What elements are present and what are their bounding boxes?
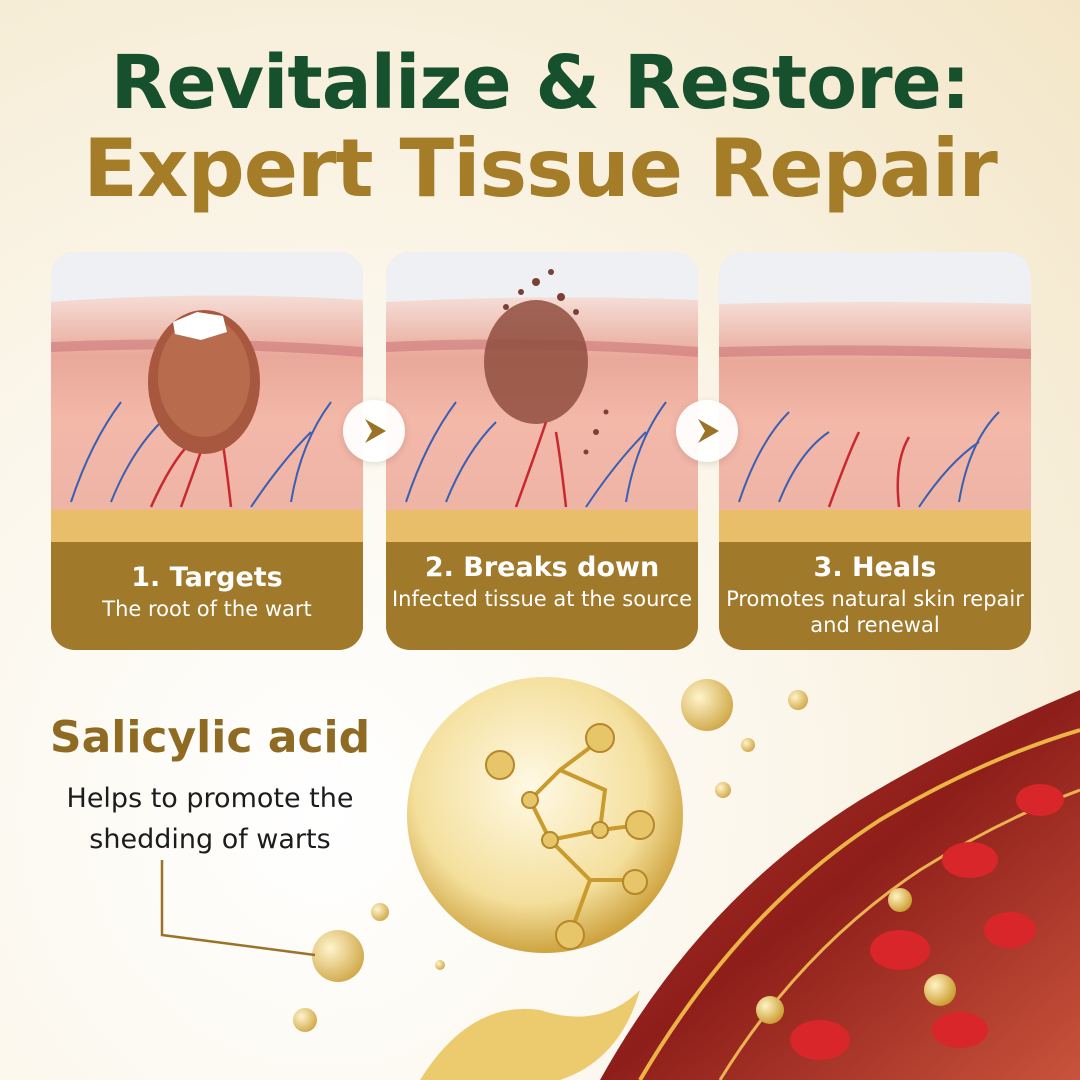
chevron-right-icon xyxy=(698,419,719,443)
chevron-right-icon xyxy=(365,419,386,443)
step-title: 2. Breaks down xyxy=(424,552,660,583)
step-title: 1. Targets xyxy=(131,562,283,593)
step-panel-targets: 1. Targets The root of the wart xyxy=(51,252,363,650)
ingredient-illustration xyxy=(160,677,1080,1080)
step-arrow xyxy=(676,400,738,462)
step-caption: 2. Breaks down Infected tissue at the so… xyxy=(386,542,698,650)
headline-line-2: Expert Tissue Repair xyxy=(83,122,998,215)
step-arrow xyxy=(343,400,405,462)
skin-illustration-healed xyxy=(719,252,1031,542)
skin-illustration-wart xyxy=(51,252,363,542)
molecule-icon xyxy=(407,677,683,953)
step-title: 3. Heals xyxy=(813,552,937,583)
skin-illustration-breaking xyxy=(386,252,698,542)
step-caption: 1. Targets The root of the wart xyxy=(51,542,363,650)
ingredient-description: Helps to promote the shedding of warts xyxy=(66,783,354,855)
step-panel-heals: 3. Heals Promotes natural skin repair an… xyxy=(719,252,1031,650)
step-panel-breaks-down: 2. Breaks down Infected tissue at the so… xyxy=(386,252,698,650)
step-description: Infected tissue at the source xyxy=(391,587,693,611)
headline-line-1: Revitalize & Restore: xyxy=(110,40,971,126)
step-description: The root of the wart xyxy=(102,597,312,621)
step-caption: 3. Heals Promotes natural skin repair an… xyxy=(719,542,1031,650)
step-description: Promotes natural skin repair and renewal xyxy=(726,587,1024,637)
ingredient-name: Salicylic acid xyxy=(49,712,371,763)
